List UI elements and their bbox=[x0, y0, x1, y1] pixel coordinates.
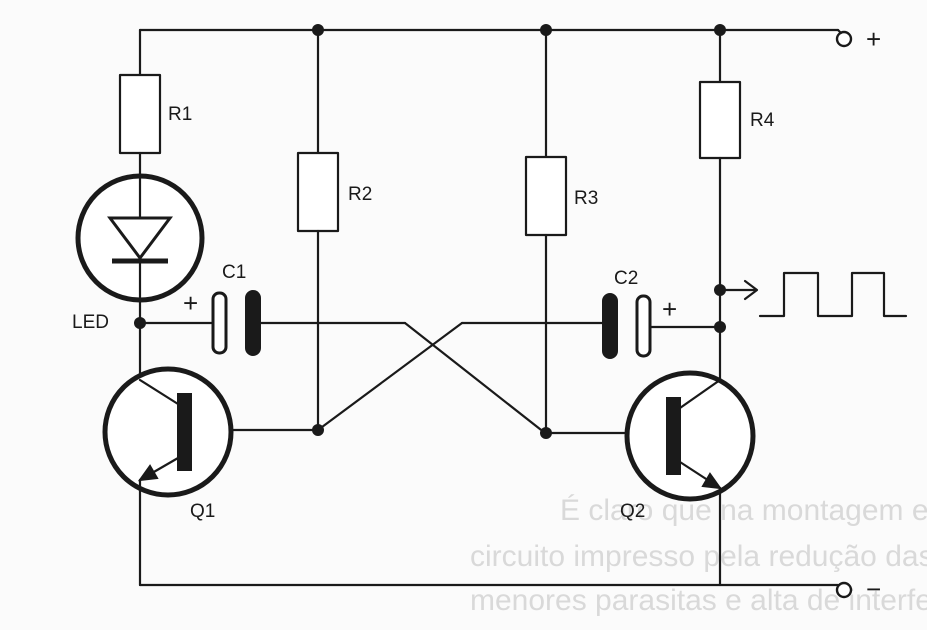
bleed-text-line-3: menores parasitas e alta de interferênci… bbox=[470, 584, 927, 617]
q2-emitter-arrow bbox=[701, 472, 723, 490]
label-supply-minus: − bbox=[866, 574, 881, 604]
c1-plate-negative bbox=[245, 290, 261, 356]
r2-top-node-dot bbox=[312, 24, 324, 36]
resistor-r4 bbox=[698, 80, 742, 160]
label-r3: R3 bbox=[574, 188, 598, 209]
square-wave-trace bbox=[758, 271, 908, 318]
q1-collector bbox=[138, 378, 180, 406]
transistor-q1 bbox=[102, 366, 234, 587]
label-r1: R1 bbox=[168, 104, 192, 125]
q2-envelope bbox=[624, 370, 756, 502]
r3-top-node-dot bbox=[540, 24, 552, 36]
negative-terminal bbox=[835, 581, 853, 599]
bleed-text-line-1: É claro que na montagem em placa de bbox=[560, 494, 927, 527]
label-r2: R2 bbox=[348, 184, 372, 205]
resistor-r3 bbox=[524, 155, 568, 237]
transistor-q2 bbox=[624, 370, 756, 587]
label-c1: C1 bbox=[222, 262, 246, 283]
bleed-through-text: É claro que na montagem em placa de circ… bbox=[470, 494, 927, 617]
cross-wire-q1-to-c2 bbox=[316, 321, 464, 432]
output-arrow-head bbox=[743, 279, 759, 301]
resistor-r2 bbox=[296, 151, 340, 233]
cross-wire-c1-to-q2 bbox=[403, 321, 547, 435]
c2-plate-positive bbox=[635, 294, 652, 358]
c2-plate-negative bbox=[602, 293, 618, 359]
label-c2-plus: + bbox=[662, 294, 677, 324]
q1-envelope bbox=[102, 366, 234, 498]
led-d1 bbox=[75, 173, 205, 303]
q1-base-bar bbox=[177, 393, 192, 471]
resistor-r1 bbox=[118, 73, 162, 155]
label-c1-plus: + bbox=[183, 288, 198, 318]
q1-emitter-arrow bbox=[137, 464, 159, 482]
diode-triangle bbox=[107, 216, 173, 261]
positive-terminal bbox=[835, 30, 853, 48]
label-c2: C2 bbox=[614, 268, 638, 289]
bleed-text-line-2: circuito impresso pela redução das dimen… bbox=[470, 540, 927, 573]
label-supply-plus: + bbox=[866, 24, 881, 54]
label-r4: R4 bbox=[750, 110, 775, 131]
q2-collector bbox=[678, 378, 722, 410]
label-q1: Q1 bbox=[190, 501, 215, 522]
q2-base-bar bbox=[666, 397, 681, 475]
r4-top-node-dot bbox=[714, 24, 726, 36]
c2-node-dot bbox=[714, 321, 726, 333]
output-square-wave bbox=[718, 271, 908, 318]
positive-terminal-lead bbox=[836, 28, 843, 35]
label-led: LED bbox=[72, 312, 109, 333]
label-q2: Q2 bbox=[620, 501, 645, 522]
c1-plate-positive bbox=[211, 291, 228, 355]
